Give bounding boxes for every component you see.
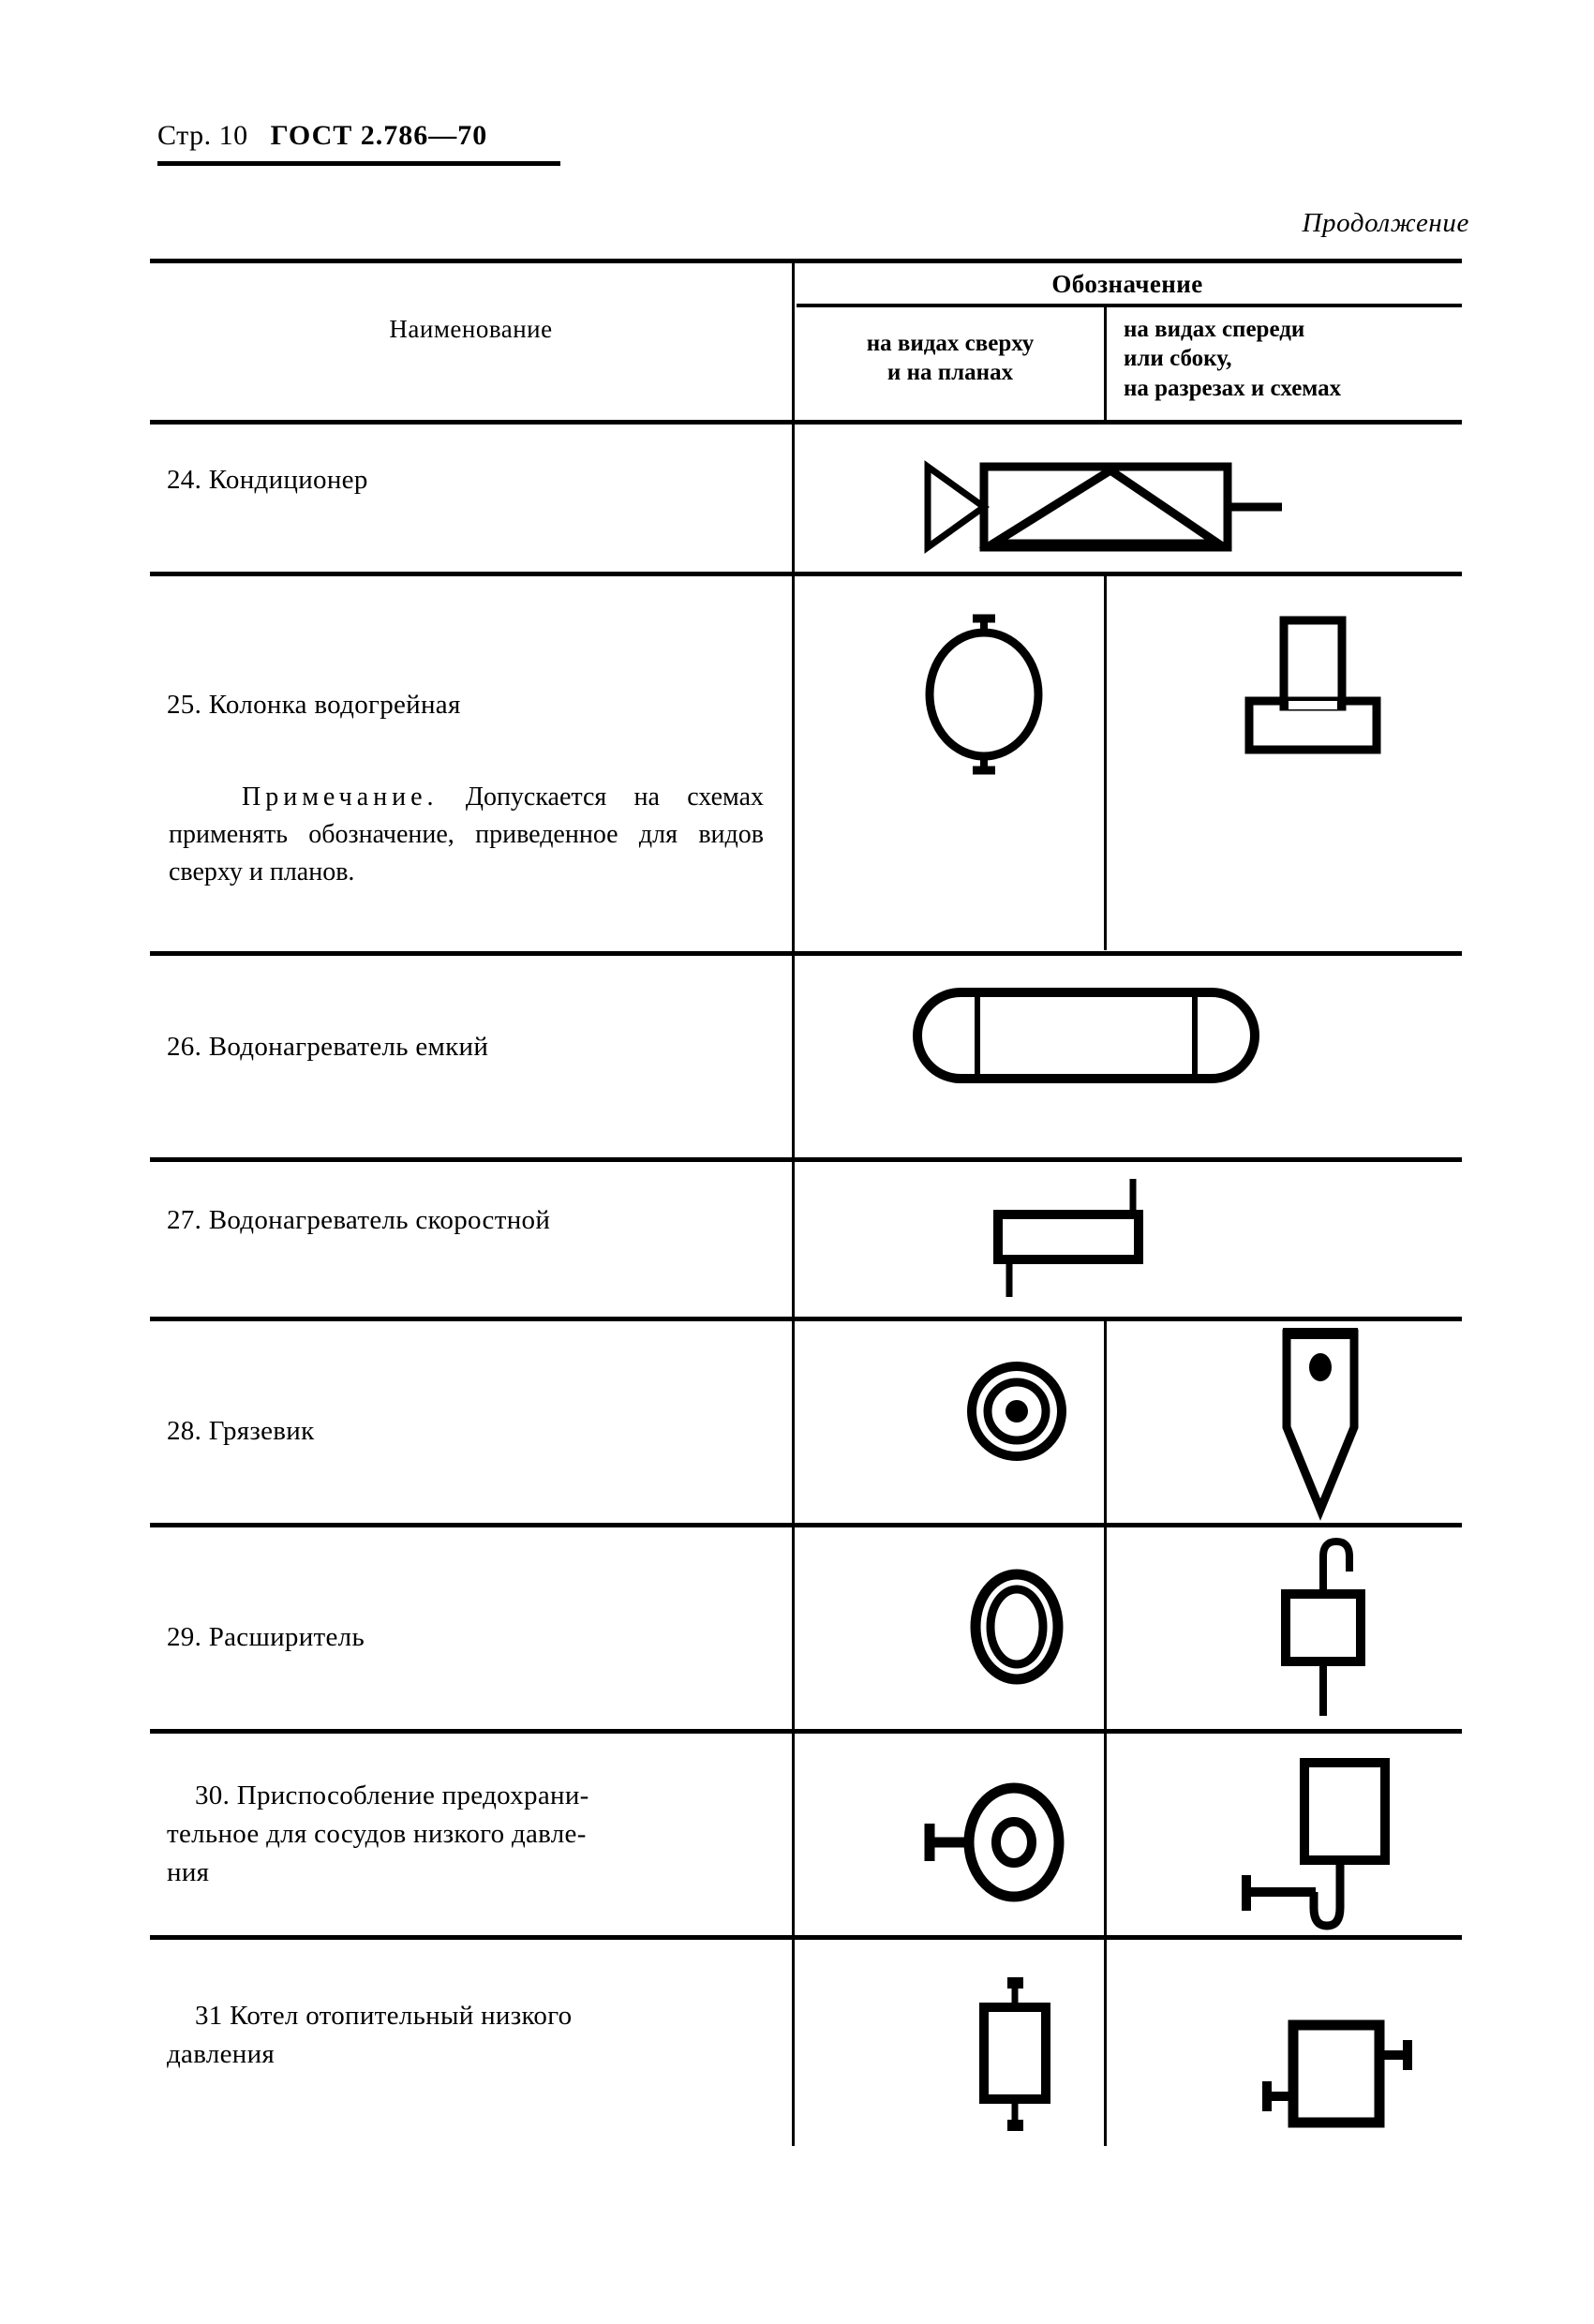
row-label-31-line1: 31 Котел отопительный низкого	[195, 2001, 573, 2031]
instantaneous-water-heater-symbol	[951, 985, 1195, 1125]
row-label-30-line3: ния	[167, 1857, 210, 1888]
row-separator-29-30	[150, 1729, 1462, 1734]
header-front-view-line3: на разрезах и схемах	[1124, 375, 1342, 401]
table-top-border	[150, 259, 1462, 263]
column-divider-views-row31	[1104, 1939, 1107, 2146]
header-bottom-border	[150, 420, 1462, 425]
row-label-28: 28. Грязевик	[167, 1416, 315, 1446]
row-label-30-line1: 30. Приспособление предохрани-	[195, 1780, 589, 1810]
column-divider-views-row29	[1104, 1527, 1107, 1729]
row-label-31-line2: давления	[167, 2039, 276, 2070]
row-label-31: 31 Котел отопительный низкого давления	[167, 1997, 767, 2074]
column-divider-views-row28	[1104, 1320, 1107, 1523]
header-front-view-line1: на видах спереди	[1124, 317, 1305, 342]
note-lead-label: Примечание.	[242, 782, 439, 812]
row-separator-28-29	[150, 1523, 1462, 1527]
header-cell-designation: Обозначение	[1051, 270, 1203, 298]
continuation-label: Продолжение	[1302, 208, 1469, 238]
row-separator-30-31	[150, 1935, 1462, 1940]
column-divider-name	[792, 262, 795, 2146]
header-cell-top-view: на видах сверху и на планах	[797, 329, 1104, 388]
expansion-vessel-front-symbol	[1265, 1528, 1396, 1721]
header-top-view-line1: на видах сверху	[866, 331, 1035, 356]
low-pressure-safety-device-plan-symbol	[890, 1767, 1087, 1917]
row-label-27: 27. Водонагреватель скоростной	[167, 1205, 551, 1235]
header-front-view-line2: или сбоку,	[1124, 346, 1232, 372]
instantaneous-water-heater-body	[951, 1177, 1195, 1308]
standard-number-label: ГОСТ 2.786—70	[270, 120, 488, 151]
row-separator-24-25	[150, 572, 1462, 576]
designations-table: Наименование Обозначение на видах сверху…	[150, 259, 1462, 2146]
row-label-30: 30. Приспособление предохрани- тельное д…	[167, 1777, 767, 1893]
row-label-29: 29. Расширитель	[167, 1622, 365, 1652]
low-pressure-boiler-plan-symbol	[946, 1974, 1087, 2142]
low-pressure-boiler-front-symbol	[1256, 2006, 1424, 2147]
header-rule	[157, 161, 560, 166]
row-label-26: 26. Водонагреватель емкий	[167, 1032, 489, 1062]
note-body-text: Допускается на схемах применять обозначе…	[169, 782, 764, 886]
storage-water-heater-symbol	[904, 985, 1270, 1088]
header-cell-front-view: на видах спереди или сбоку, на разрезах …	[1110, 315, 1458, 403]
row-label-25: 25. Колонка водогрейная	[167, 690, 461, 720]
page-header: Стр. 10 ГОСТ 2.786—70	[157, 120, 487, 152]
row-label-24: 24. Кондиционер	[167, 465, 368, 495]
column-divider-views-header	[1104, 307, 1107, 420]
note-row-25: Примечание. Допускается на схемах примен…	[169, 779, 764, 890]
header-top-view-line2: и на планах	[886, 360, 1014, 386]
row-label-30-line2: тельное для сосудов низкого давле-	[167, 1819, 587, 1850]
row-separator-26-27	[150, 1157, 1462, 1162]
page-number-label: Стр. 10	[157, 120, 248, 151]
water-heating-column-plan-symbol	[900, 614, 1068, 775]
dirt-collector-plan-symbol	[951, 1341, 1082, 1482]
dirt-collector-front-symbol	[1260, 1322, 1382, 1524]
expansion-vessel-plan-symbol	[951, 1557, 1082, 1697]
water-heating-column-front-symbol	[1232, 615, 1410, 755]
header-cell-name: Наименование	[389, 315, 553, 343]
column-divider-views-row25	[1104, 575, 1107, 950]
column-divider-views-row30	[1104, 1733, 1107, 1935]
row-separator-27-28	[150, 1317, 1462, 1321]
low-pressure-safety-device-front-symbol	[1218, 1744, 1415, 1950]
row-separator-25-26	[150, 951, 1462, 956]
header-midrule	[797, 304, 1462, 307]
air-conditioner-symbol	[890, 455, 1284, 559]
